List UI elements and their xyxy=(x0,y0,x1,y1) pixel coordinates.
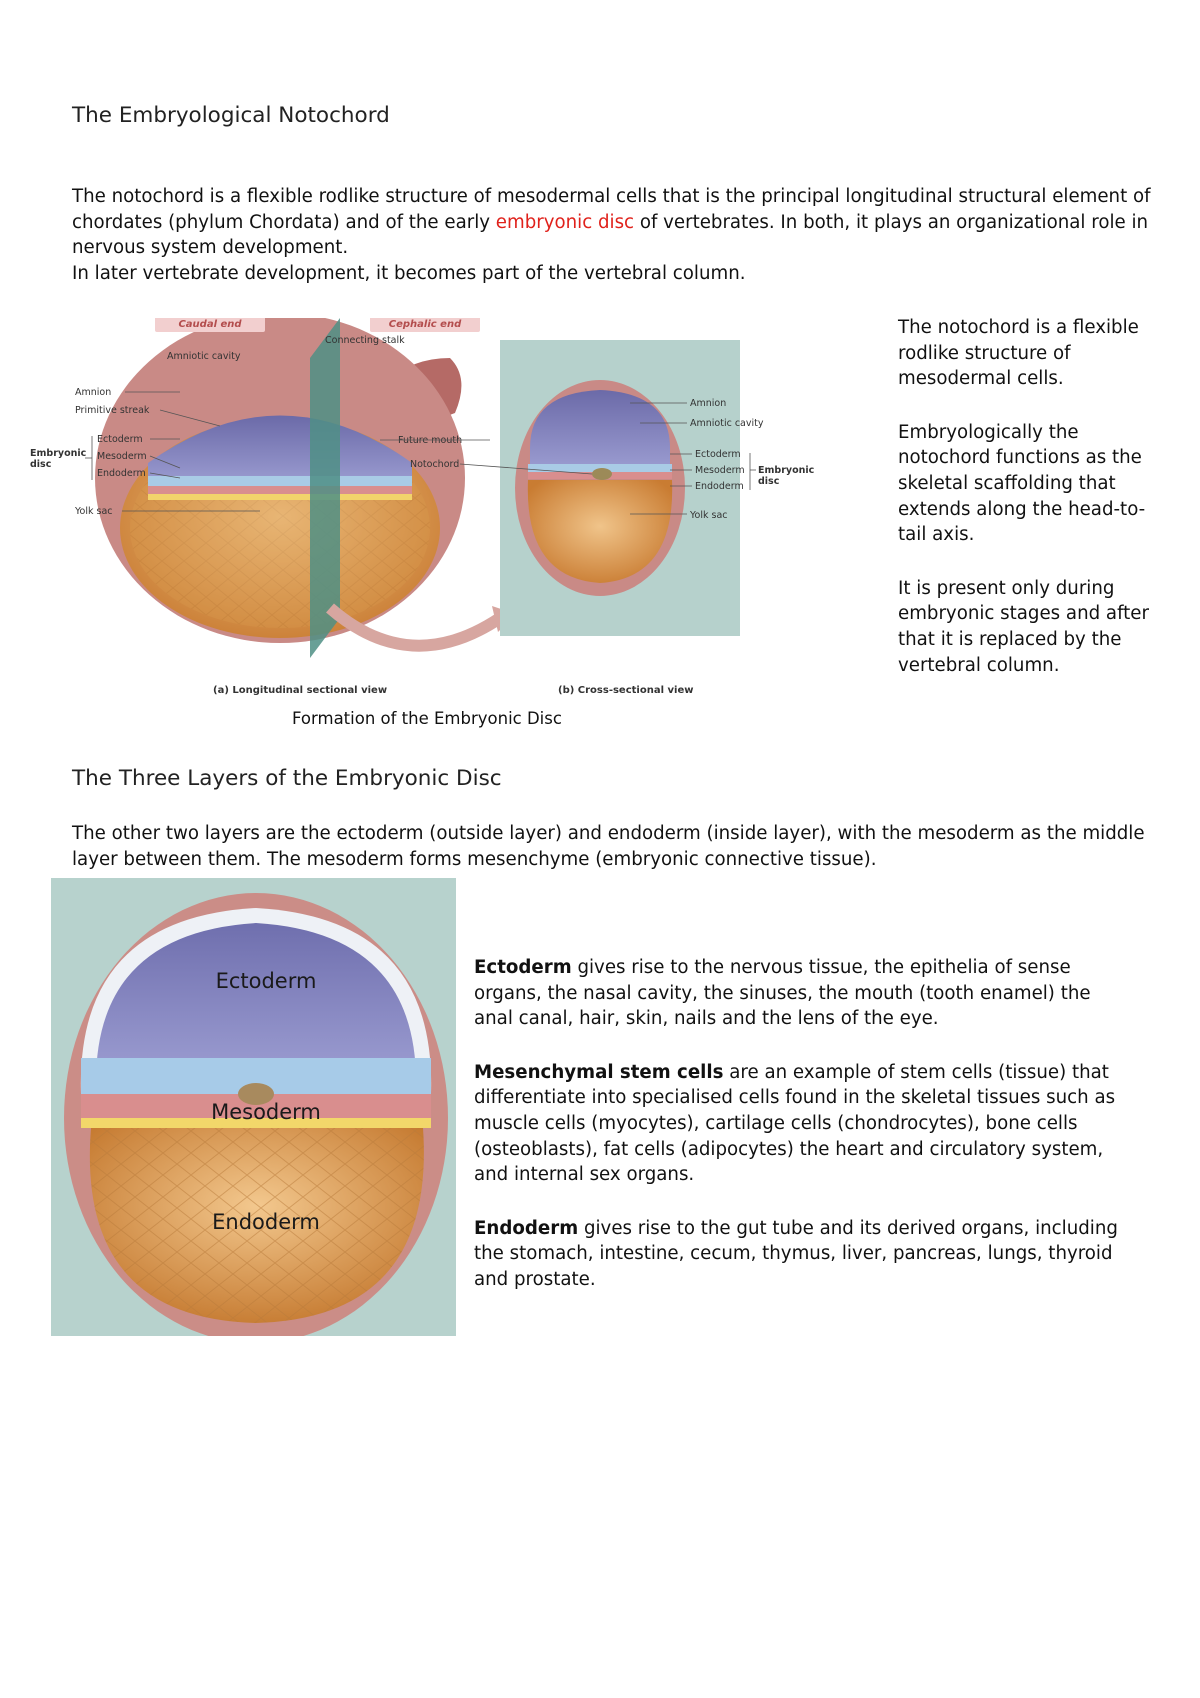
label-primitive-streak: Primitive streak xyxy=(75,405,150,416)
endoderm-label: Endoderm xyxy=(212,1210,320,1234)
label-ectoderm-left: Ectoderm xyxy=(97,434,143,445)
caudal-end-label: Caudal end xyxy=(178,319,242,330)
layer-descriptions: Ectoderm gives rise to the nervous tissu… xyxy=(474,955,1134,1321)
longitudinal-ectoderm-band xyxy=(148,476,412,486)
label-embryonic-disc-left-2: disc xyxy=(30,459,51,470)
three-layers-figure: Ectoderm Mesoderm Endoderm xyxy=(51,878,456,1336)
mesenchymal-text: are an example of stem cells (tissue) th… xyxy=(474,1061,1116,1186)
embryonic-disc-formation-figure: Caudal end Cephalic end Amniotic cavity … xyxy=(30,318,814,696)
label-amniotic-cavity: Amniotic cavity xyxy=(167,351,241,362)
label-endoderm-left: Endoderm xyxy=(97,468,146,479)
sidebar-paragraph-2: Embryologically the notochord functions … xyxy=(898,421,1146,546)
longitudinal-mesoderm-band xyxy=(148,486,412,494)
longitudinal-amniotic-cavity-shape xyxy=(148,415,412,483)
mesoderm-band xyxy=(81,1094,431,1118)
three-layers-intro: The other two layers are the ectoderm (o… xyxy=(72,823,1145,870)
sidebar-paragraph-1: The notochord is a flexible rodlike stru… xyxy=(898,317,1139,390)
intro-line-2: In later vertebrate development, it beco… xyxy=(72,262,746,284)
label-mesoderm-right: Mesoderm xyxy=(695,465,745,476)
endoderm-term: Endoderm xyxy=(474,1217,579,1239)
cross-yolk-sac-shape xyxy=(527,480,673,583)
label-future-mouth: Future mouth xyxy=(398,435,462,446)
sidebar-paragraph-3: It is present only during embryonic stag… xyxy=(898,577,1149,676)
subcaption-longitudinal: (a) Longitudinal sectional view xyxy=(213,685,387,696)
label-yolk-sac-right: Yolk sac xyxy=(689,510,728,521)
mesoderm-label: Mesoderm xyxy=(211,1100,321,1124)
label-embryonic-disc-right-1: Embryonic xyxy=(758,465,814,476)
intro-text-pre: The notochord is a flexible rodlike stru… xyxy=(72,186,1151,233)
transition-arrow xyxy=(326,603,504,652)
ectoderm-text: gives rise to the nervous tissue, the ep… xyxy=(474,957,1091,1030)
endoderm-band xyxy=(81,1118,431,1128)
label-embryonic-disc-right-2: disc xyxy=(758,476,779,487)
label-ectoderm-right: Ectoderm xyxy=(695,449,741,460)
intro-text-post: of vertebrates. In both, it plays an org… xyxy=(72,211,1149,259)
label-mesoderm-left: Mesoderm xyxy=(97,451,147,462)
figure1-caption: Formation of the Embryonic Disc xyxy=(292,709,562,728)
ectoderm-term: Ectoderm xyxy=(474,957,572,978)
subcaption-cross-section: (b) Cross-sectional view xyxy=(558,685,693,696)
label-yolk-sac-left: Yolk sac xyxy=(74,506,113,517)
label-amniotic-cavity-right: Amniotic cavity xyxy=(690,418,764,429)
cross-amniotic-cavity-shape xyxy=(530,390,670,468)
section-plane xyxy=(310,318,340,658)
section-title-notochord: The Embryological Notochord xyxy=(72,103,390,128)
notochord-shape xyxy=(238,1083,274,1105)
longitudinal-endoderm-band xyxy=(148,494,412,500)
mesenchymal-description: Mesenchymal stem cells are an example of… xyxy=(474,1060,1134,1188)
label-embryonic-disc-left-1: Embryonic xyxy=(30,448,86,459)
label-connecting-stalk: Connecting stalk xyxy=(325,335,405,346)
ectoderm-cavity-shape xyxy=(95,923,417,1088)
ectoderm-description: Ectoderm gives rise to the nervous tissu… xyxy=(474,955,1134,1032)
embryonic-disc-link[interactable]: embryonic disc xyxy=(495,211,635,233)
label-notochord: Notochord xyxy=(410,459,459,470)
endoderm-description: Endoderm gives rise to the gut tube and … xyxy=(474,1216,1134,1293)
endoderm-text: gives rise to the gut tube and its deriv… xyxy=(474,1217,1118,1290)
label-endoderm-right: Endoderm xyxy=(695,481,744,492)
notochord-sidebar: The notochord is a flexible rodlike stru… xyxy=(898,315,1158,706)
cross-notochord-shape xyxy=(592,468,612,480)
cephalic-end-label: Cephalic end xyxy=(389,319,462,330)
label-amnion: Amnion xyxy=(75,387,111,398)
ectoderm-label: Ectoderm xyxy=(216,969,317,993)
mesenchymal-term: Mesenchymal stem cells xyxy=(474,1061,724,1083)
intro-paragraph: The notochord is a flexible rodlike stru… xyxy=(72,184,1152,286)
section-title-three-layers: The Three Layers of the Embryonic Disc xyxy=(72,766,502,791)
label-amnion-right: Amnion xyxy=(690,398,726,409)
